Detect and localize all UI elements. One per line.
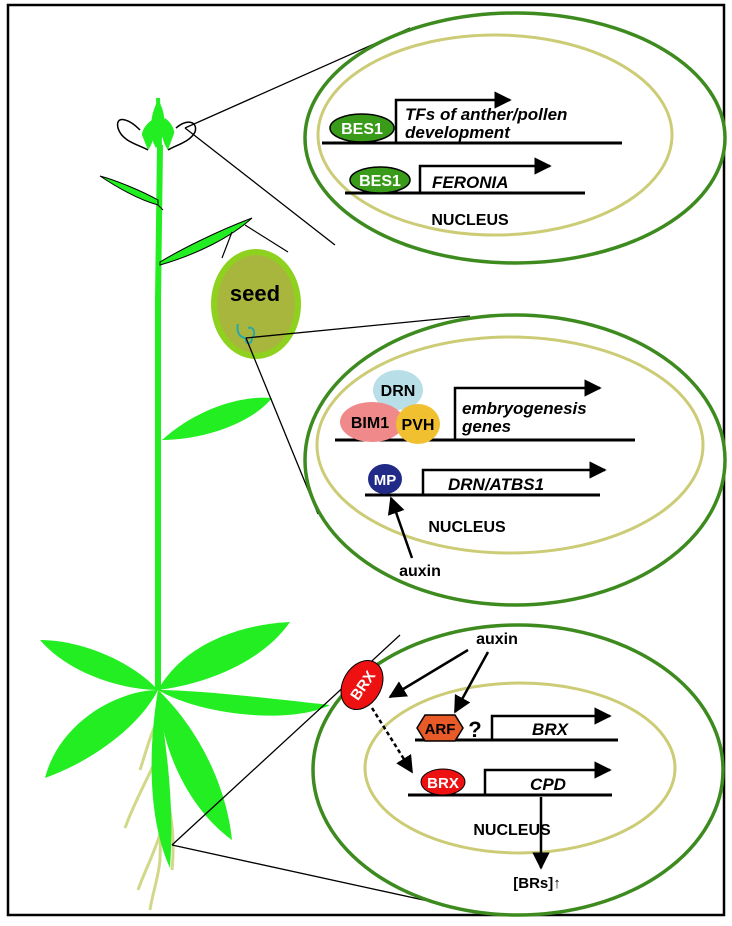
brx-protein	[420, 768, 466, 796]
target-gene-label: development	[405, 123, 511, 142]
brx-protein	[340, 660, 384, 710]
cauline-leaf	[99, 175, 159, 206]
cell-outline	[303, 11, 727, 265]
drn-protein	[373, 370, 423, 410]
transcription-arrow	[418, 157, 552, 193]
panel-mid: DRN BIM1 PVH embryogenesis genes MP DRN/…	[303, 313, 727, 607]
target-gene-label: CPD	[530, 775, 566, 794]
flower	[116, 118, 149, 151]
nucleus-label: NUCLEUS	[428, 519, 506, 536]
nucleus-outline	[316, 33, 674, 237]
target-gene-label: FERONIA	[432, 173, 509, 192]
target-gene-label: BRX	[532, 720, 570, 739]
silique	[159, 217, 253, 266]
bim1-protein	[340, 402, 404, 442]
translocation-arrow	[370, 707, 414, 774]
question-mark: ?	[468, 717, 481, 742]
arf-label: ARF	[425, 721, 456, 738]
bes1-protein	[329, 113, 395, 143]
brx-label: BRX	[427, 775, 459, 792]
bes1-protein	[349, 166, 411, 194]
signal-arrow	[453, 651, 490, 714]
nucleus-label: NUCLEUS	[431, 212, 509, 229]
panel-top: BES1 TFs of anther/pollen development BE…	[303, 11, 727, 265]
pvh-label: PVH	[402, 417, 435, 434]
nucleus-label: NUCLEUS	[473, 822, 551, 839]
pvh-protein	[396, 404, 440, 444]
transcription-arrow	[394, 91, 512, 143]
signal-arrow	[387, 496, 414, 559]
target-gene-label: DRN/ATBS1	[448, 475, 544, 494]
seed	[211, 249, 301, 359]
target-gene-label: TFs of anther/pollen	[405, 105, 567, 124]
stem	[155, 144, 163, 690]
auxin-label: auxin	[399, 563, 441, 580]
inflorescence	[116, 100, 197, 151]
nucleus-outline	[315, 335, 705, 555]
mp-protein	[368, 464, 402, 494]
drn-label: DRN	[381, 383, 416, 400]
transcription-arrow	[421, 461, 607, 495]
arf-protein	[416, 714, 464, 742]
cell-outline	[303, 313, 727, 607]
target-gene-label: embryogenesis	[462, 399, 587, 418]
product-label: [BRs]↑	[513, 875, 561, 892]
transcription-arrow	[453, 379, 602, 440]
transcription-arrow	[483, 761, 612, 795]
bim1-label: BIM1	[351, 415, 389, 432]
transcription-arrow	[490, 707, 612, 740]
mp-label: MP	[374, 472, 397, 489]
seed-label: seed	[230, 281, 280, 306]
auxin-label: auxin	[476, 631, 518, 648]
rosette	[40, 622, 330, 868]
target-gene-label: genes	[461, 417, 511, 436]
stem-leaf	[162, 397, 272, 440]
bes1-label: BES1	[359, 173, 401, 190]
nucleus-outline	[363, 681, 677, 855]
plant: seed	[40, 97, 330, 911]
signal-arrow	[388, 648, 469, 699]
bes1-label: BES1	[341, 121, 383, 138]
panel-bot: BRX auxin ARF ? BRX BRX CPD NUCLEUS [BRs…	[311, 623, 725, 917]
